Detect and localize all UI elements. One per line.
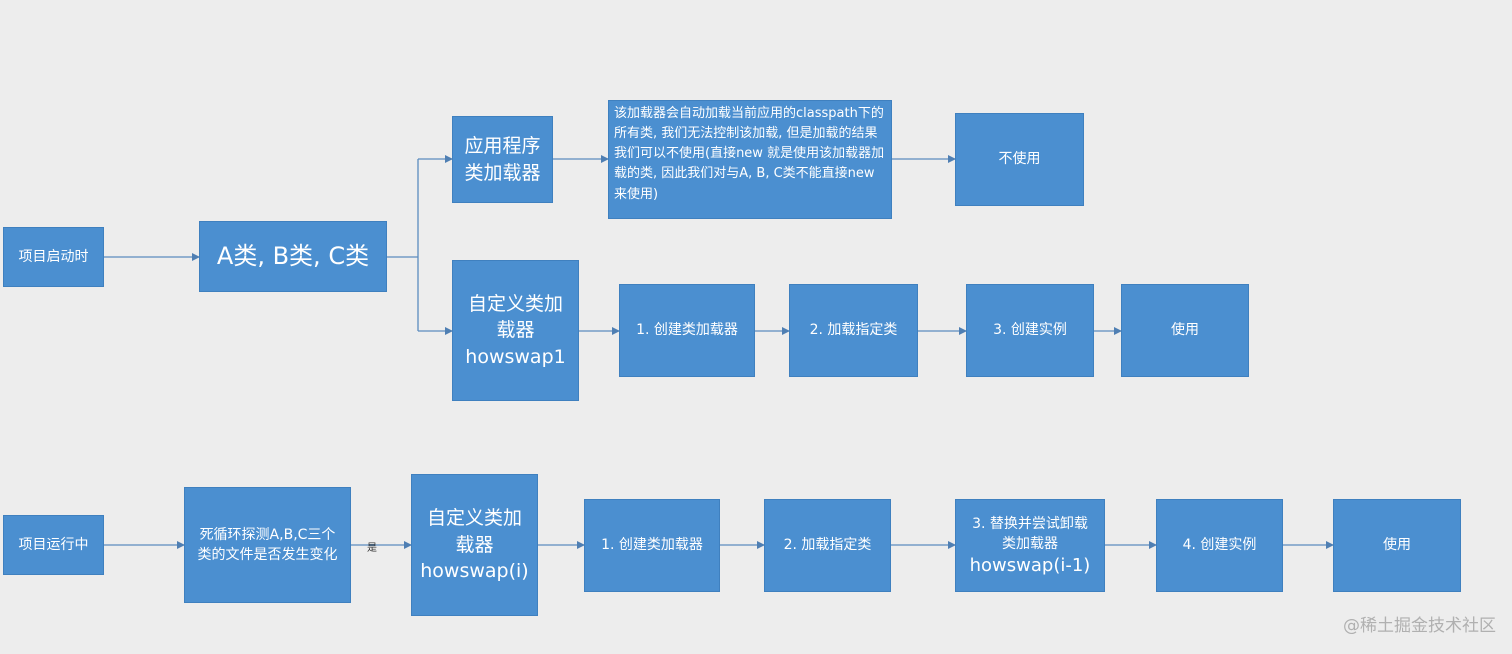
edge-label-yes: 是 (367, 543, 377, 554)
replace-unload-loader-name: howswap(i-1) (969, 555, 1091, 577)
node-step-use: 使用 (1121, 284, 1249, 377)
node-project-running: 项目运行中 (3, 515, 104, 575)
watermark: @稀土掘金技术社区 (1343, 616, 1496, 636)
node-custom-loader-howswap-i: 自定义类加 载器 howswap(i) (411, 474, 538, 616)
node-app-class-loader: 应用程序 类加载器 (452, 116, 553, 203)
node-step-load-class: 2. 加载指定类 (789, 284, 918, 377)
node-r2-step-create-loader: 1. 创建类加载器 (584, 499, 720, 592)
node-r2-step-load-class: 2. 加载指定类 (764, 499, 891, 592)
node-step-create-loader: 1. 创建类加载器 (619, 284, 755, 377)
replace-unload-label: 3. 替换并尝试卸载 类加载器 (972, 515, 1088, 552)
node-step-create-instance: 3. 创建实例 (966, 284, 1094, 377)
node-loop-detect-changes: 死循环探测A,B,C三个类的文件是否发生变化 (184, 487, 351, 603)
node-r2-step-use: 使用 (1333, 499, 1461, 592)
node-r2-step-replace-unload: 3. 替换并尝试卸载 类加载器 howswap(i-1) (955, 499, 1105, 592)
node-custom-loader-howswap1: 自定义类加 载器 howswap1 (452, 260, 579, 401)
node-project-start: 项目启动时 (3, 227, 104, 287)
node-app-loader-note: 该加载器会自动加载当前应用的classpath下的所有类, 我们无法控制该加载,… (608, 100, 892, 219)
node-classes-abc: A类, B类, C类 (199, 221, 387, 292)
node-r2-step-create-instance: 4. 创建实例 (1156, 499, 1283, 592)
node-not-use: 不使用 (955, 113, 1084, 206)
